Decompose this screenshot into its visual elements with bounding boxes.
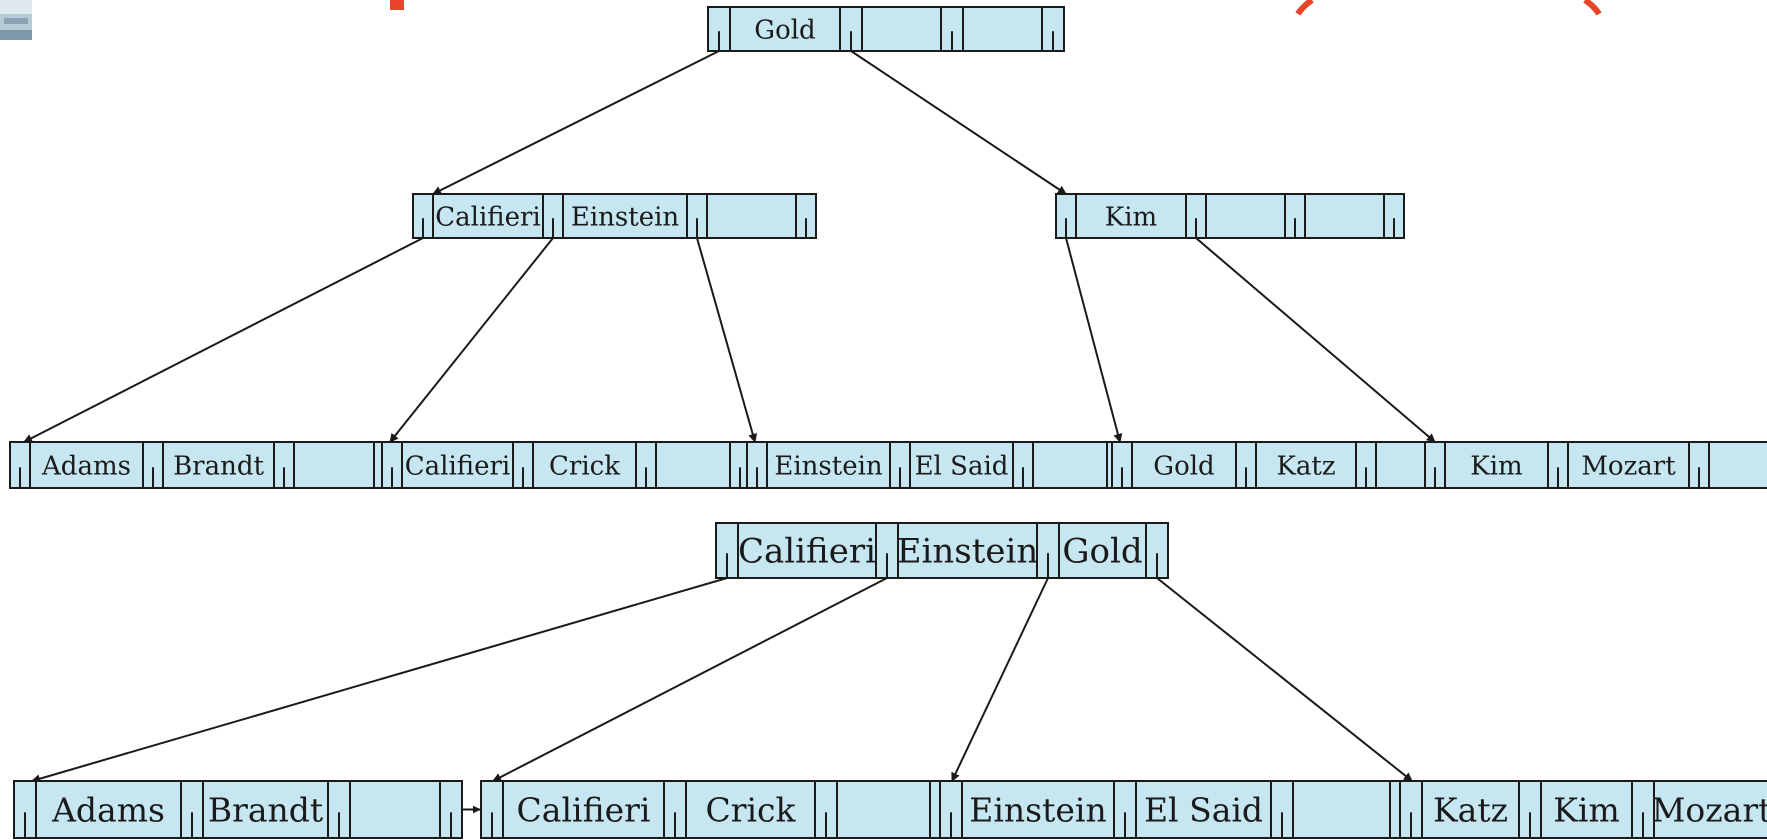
node-key: Einstein: [774, 451, 883, 481]
leaf-node-3: Einstein El Said: [746, 441, 1128, 489]
node-key: El Said: [915, 451, 1009, 481]
edge-internal-1-to-leaf-1: [23, 237, 424, 443]
edge-internal-1-to-leaf-3: [696, 237, 758, 443]
edge-after-root-to-leaf-4: [1156, 577, 1413, 782]
leaf-node-after-2: Califieri Crick: [480, 780, 953, 839]
node-key: Brandt: [173, 451, 264, 481]
leaf-node-after-4: Katz Kim Mozart: [1399, 780, 1767, 839]
edge-internal-2-to-leaf-5: [1195, 237, 1436, 443]
node-key: Califieri: [517, 790, 651, 829]
leaf-node-after-3: Einstein El Said: [939, 780, 1413, 839]
node-key: Mozart: [1652, 790, 1767, 829]
edge-after-root-to-leaf-2: [492, 577, 888, 782]
leaf-node-5: Kim Mozart: [1424, 441, 1767, 489]
node-key: Crick: [549, 451, 620, 481]
node-key: Adams: [41, 451, 131, 481]
edge-root-to-internal-1: [432, 50, 720, 195]
node-key: Gold: [754, 15, 815, 45]
node-key: Einstein: [571, 202, 680, 232]
node-key: Katz: [1433, 790, 1508, 829]
node-key: Gold: [1153, 451, 1214, 481]
edge-internal-1-to-leaf-2: [389, 237, 554, 443]
node-key: Kim: [1553, 790, 1620, 829]
root-node-after: Califieri Einstein Gold: [715, 522, 1169, 579]
node-key: Katz: [1276, 451, 1335, 481]
node-key: El Said: [1144, 790, 1263, 829]
node-key: Califieri: [435, 202, 541, 232]
node-key: Gold: [1062, 532, 1142, 572]
edge-internal-2-to-leaf-4: [1065, 237, 1123, 443]
internal-node-1: Califieri Einstein: [412, 193, 817, 239]
node-key: Adams: [51, 790, 165, 829]
node-key: Kim: [1105, 202, 1157, 232]
internal-node-2: Kim: [1055, 193, 1405, 239]
node-key: Kim: [1470, 451, 1522, 481]
cropped-title-fragments: [390, 0, 1602, 16]
node-key: Califieri: [405, 451, 511, 481]
tree-edges: [23, 50, 1458, 814]
node-key: Einstein: [969, 790, 1106, 829]
edge-root-to-internal-2: [850, 50, 1067, 195]
leaf-node-4: Gold Katz: [1111, 441, 1469, 489]
leaf-node-after-1: Adams Brandt: [13, 780, 463, 839]
leaf-node-2: Califieri Crick: [381, 441, 751, 489]
node-key: Brandt: [208, 790, 323, 829]
leaf-node-1: Adams Brandt: [9, 441, 395, 489]
root-node-gold: Gold: [707, 6, 1065, 52]
node-key: Califieri: [738, 532, 876, 572]
node-key: Mozart: [1581, 451, 1676, 481]
node-key: Einstein: [897, 532, 1039, 572]
edge-after-root-to-leaf-1: [31, 577, 728, 784]
slide-logo-icon: [0, 0, 32, 40]
node-key: Crick: [705, 790, 796, 829]
edge-after-root-to-leaf-3: [951, 577, 1049, 782]
